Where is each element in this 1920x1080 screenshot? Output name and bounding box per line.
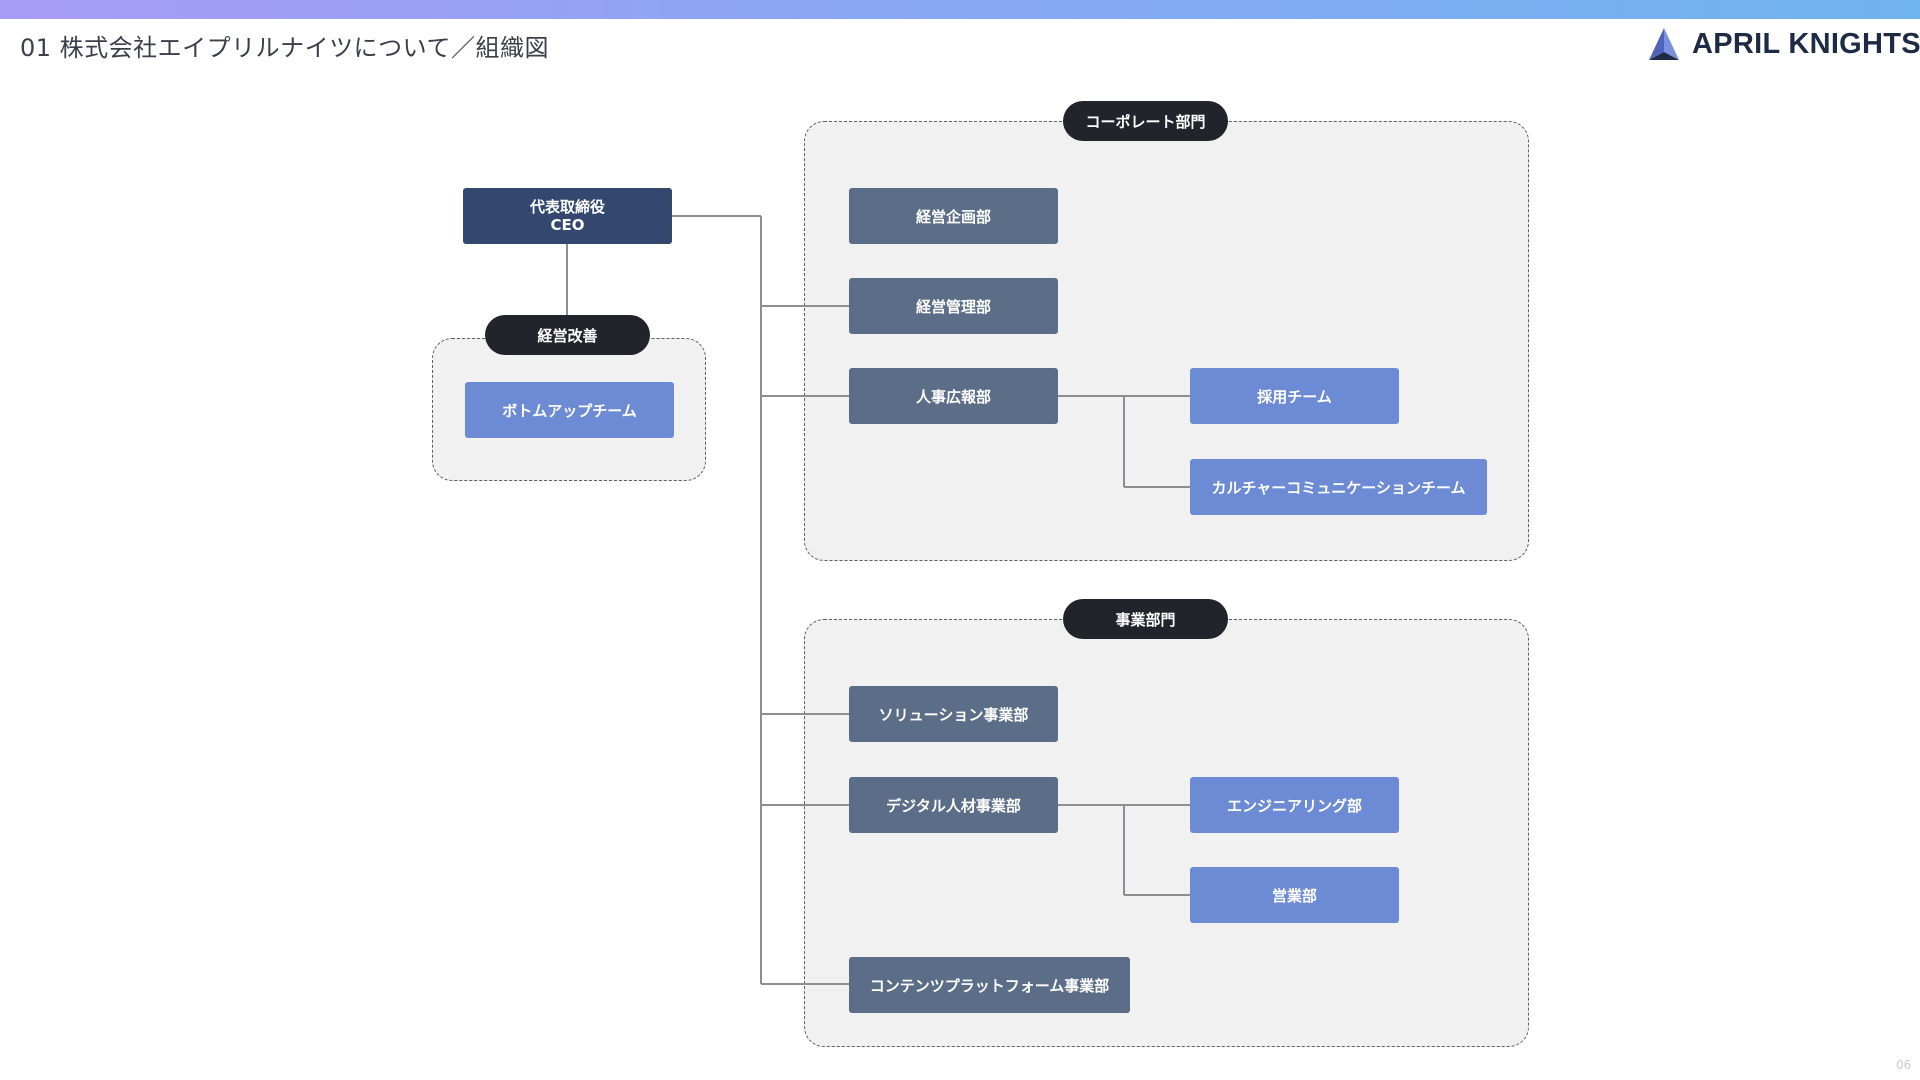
- ceo-title: 代表取締役: [529, 198, 605, 216]
- page-title: 01 株式会社エイプリルナイツについて／組織図: [20, 34, 549, 62]
- company-logo: APRIL KNIGHTS: [1646, 26, 1920, 62]
- recruiting-team-box: 採用チーム: [1190, 368, 1399, 424]
- corporate-group-label: コーポレート部門: [1063, 101, 1228, 141]
- logo-mark-icon: [1649, 28, 1679, 60]
- page-number: 06: [1896, 1058, 1912, 1072]
- sales-dept-box: 営業部: [1190, 867, 1399, 923]
- accent-gradient-bar: [0, 0, 1920, 19]
- solution-business-dept-box: ソリューション事業部: [849, 686, 1058, 742]
- ceo-subtitle: CEO: [550, 216, 585, 234]
- logo-text: APRIL KNIGHTS: [1692, 27, 1920, 60]
- ceo-box: 代表取締役 CEO: [463, 188, 672, 244]
- culture-communication-team-box: カルチャーコミュニケーションチーム: [1190, 459, 1487, 515]
- business-management-dept-box: 経営管理部: [849, 278, 1058, 334]
- corporate-planning-dept-box: 経営企画部: [849, 188, 1058, 244]
- business-group-label: 事業部門: [1063, 599, 1228, 639]
- bottom-up-team-box: ボトムアップチーム: [465, 382, 674, 438]
- content-platform-business-dept-box: コンテンツプラットフォーム事業部: [849, 957, 1130, 1013]
- engineering-dept-box: エンジニアリング部: [1190, 777, 1399, 833]
- improvement-group-label: 経営改善: [485, 315, 650, 355]
- hr-pr-dept-box: 人事広報部: [849, 368, 1058, 424]
- digital-talent-business-dept-box: デジタル人材事業部: [849, 777, 1058, 833]
